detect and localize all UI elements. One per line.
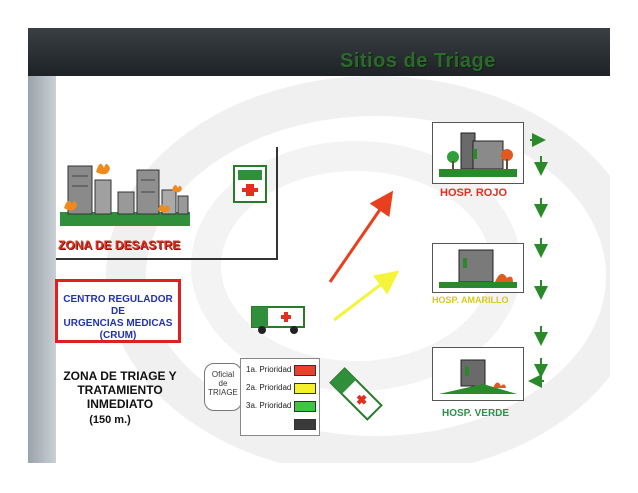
priority-chip-2 bbox=[294, 383, 316, 394]
priority-legend: 1a. Prioridad 2a. Prioridad 3a. Priorida… bbox=[240, 358, 320, 436]
left-accent-bar bbox=[28, 76, 56, 463]
priority-label-3: 3a. Prioridad bbox=[246, 401, 292, 410]
hospital-icon bbox=[439, 132, 517, 177]
triage-zone-line-3: INMEDIATO bbox=[86, 397, 154, 411]
crum-box: CENTRO REGULADOR DE URGENCIAS MEDICAS (C… bbox=[55, 279, 181, 343]
oficial-line-1: Oficial bbox=[211, 370, 235, 379]
panel-divider-vertical bbox=[276, 147, 278, 259]
hospital-verde-label: HOSP. VERDE bbox=[442, 408, 510, 419]
crum-line-3: (CRUM) bbox=[99, 330, 137, 341]
priority-chip-4 bbox=[294, 419, 316, 430]
triage-distance: (150 m.) bbox=[89, 414, 131, 426]
ambulance-icon bbox=[329, 367, 383, 421]
slide-title: Sitios de Triage bbox=[340, 50, 496, 72]
triage-zone-line-1: ZONA DE TRIAGE Y bbox=[63, 369, 177, 383]
hospital-rojo-label: HOSP. ROJO bbox=[440, 187, 508, 199]
oficial-line-3: TRIAGE bbox=[208, 388, 238, 397]
arrow-to-hosp-amarillo bbox=[333, 270, 400, 322]
oficial-triage-text: Oficial de TRIAGE bbox=[205, 370, 241, 397]
crum-line-1: CENTRO REGULADOR DE bbox=[63, 294, 173, 317]
triage-zone-line-2: TRATAMIENTO bbox=[77, 383, 163, 397]
arrow-to-hosp-rojo bbox=[328, 190, 394, 283]
hospital-amarillo-picture bbox=[432, 243, 524, 293]
oficial-triage-box: Oficial de TRIAGE bbox=[204, 363, 242, 411]
city-fire-icon bbox=[60, 163, 190, 226]
oficial-line-2: de bbox=[218, 379, 228, 388]
hospital-verde-picture bbox=[432, 347, 524, 401]
panel-divider-horizontal bbox=[56, 258, 278, 260]
triage-zone-label: ZONA DE TRIAGE Y TRATAMIENTO INMEDIATO bbox=[60, 369, 180, 411]
ambulance-icon bbox=[251, 306, 305, 334]
priority-chip-1 bbox=[294, 365, 316, 376]
crum-line-2: URGENCIAS MEDICAS bbox=[63, 318, 173, 329]
ambulance-icon bbox=[233, 165, 267, 203]
hospital-icon bbox=[439, 359, 517, 394]
priority-label-2: 2a. Prioridad bbox=[246, 383, 292, 392]
zona-desastre-label: ZONA DE DESASTRE bbox=[58, 238, 181, 252]
hospital-icon bbox=[439, 249, 517, 288]
priority-chip-3 bbox=[294, 401, 316, 412]
hospital-rojo-picture bbox=[432, 122, 524, 184]
hospital-amarillo-label: HOSP. AMARILLO bbox=[432, 295, 509, 305]
crum-text: CENTRO REGULADOR DE URGENCIAS MEDICAS (C… bbox=[58, 294, 178, 342]
down-arrow-icon bbox=[528, 133, 548, 388]
title-bar bbox=[28, 28, 610, 76]
priority-label-1: 1a. Prioridad bbox=[246, 365, 292, 374]
